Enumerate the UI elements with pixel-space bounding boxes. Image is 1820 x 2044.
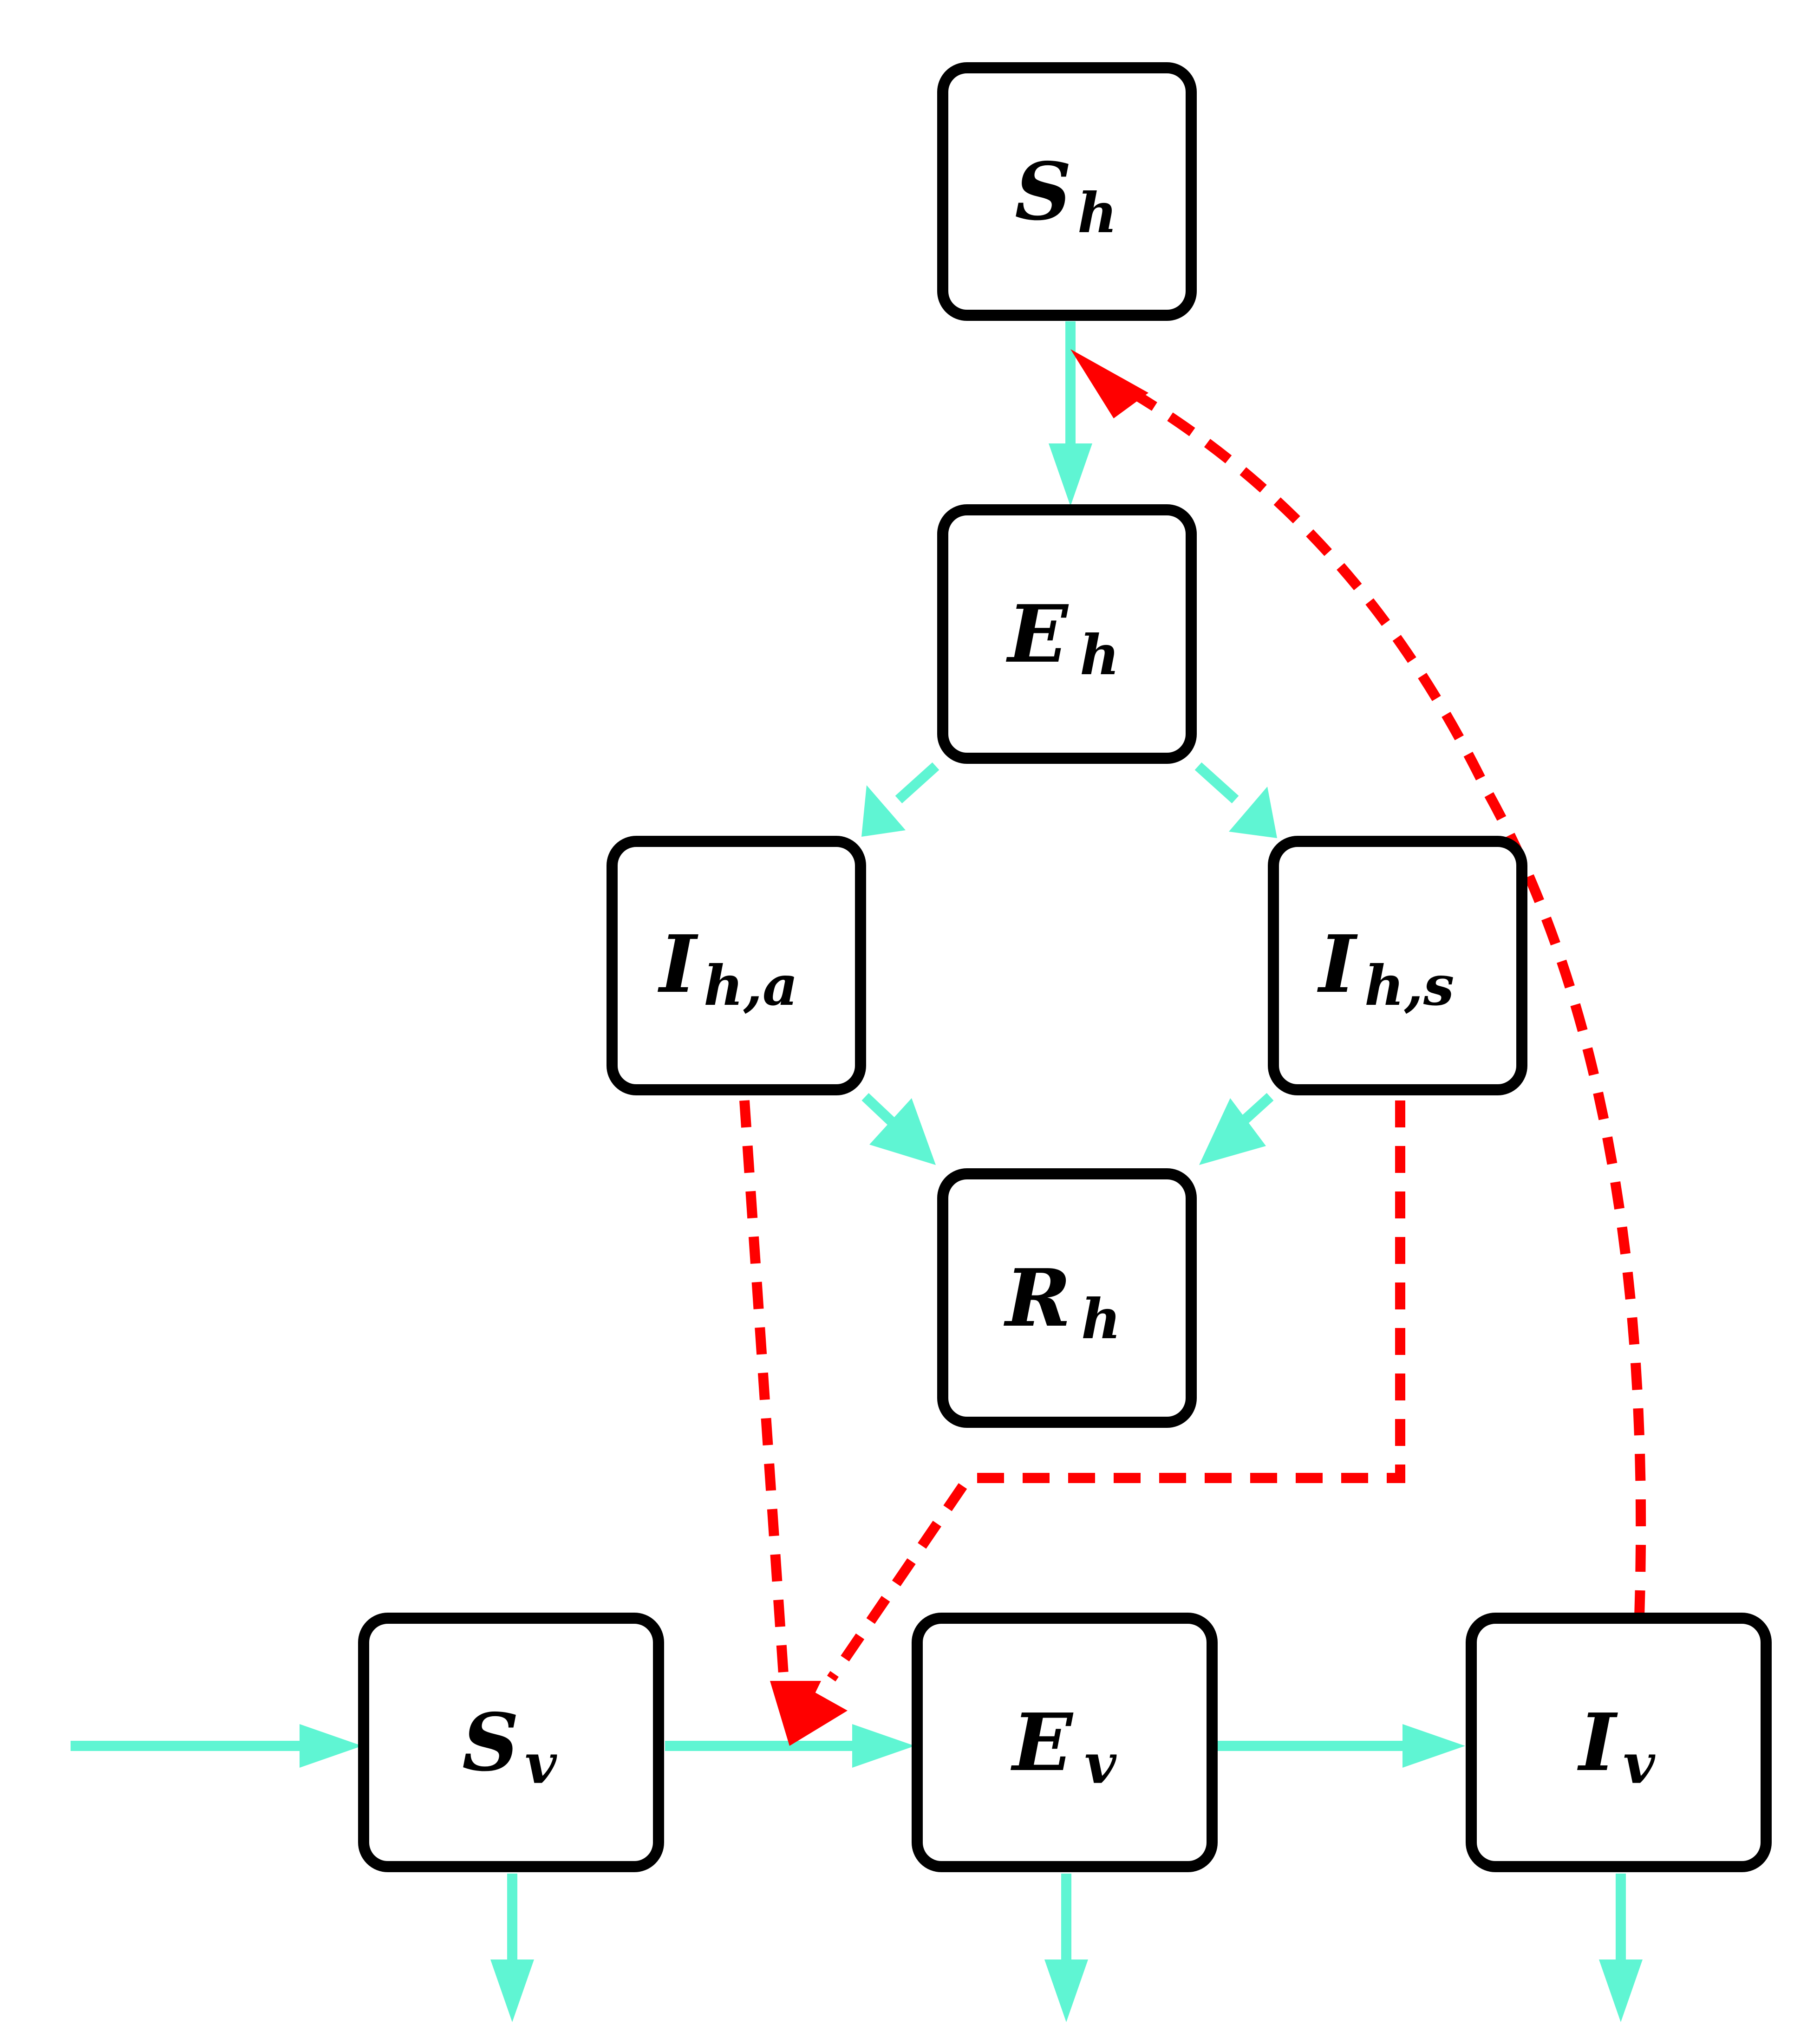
node-subscript: h	[1077, 181, 1117, 245]
node-i-hs: I h,s	[1268, 836, 1527, 1095]
arrow-ev-outflow	[1044, 1874, 1088, 2022]
node-subscript: h	[1081, 1287, 1121, 1351]
arrow-ev-to-iv	[1218, 1724, 1465, 1768]
node-symbol: E	[1011, 1696, 1074, 1789]
node-i-ha: I h,a	[607, 836, 866, 1095]
node-e-h: E h	[937, 504, 1197, 764]
node-symbol: I	[1317, 918, 1358, 1011]
arrow-sh-to-eh	[1049, 321, 1092, 506]
arrow-iha-to-vector-infection	[739, 1100, 821, 1746]
node-box	[937, 504, 1197, 764]
node-symbol: I	[658, 918, 698, 1011]
node-symbol: I	[1577, 1696, 1618, 1789]
node-symbol: R	[1004, 1252, 1071, 1345]
node-e-v: E v	[912, 1613, 1218, 1872]
node-subscript: v	[1623, 1732, 1656, 1796]
node-subscript: h,s	[1364, 953, 1454, 1018]
arrow-iha-to-rh	[861, 1093, 936, 1165]
node-subscript: h,a	[704, 953, 798, 1018]
node-r-h: R h	[937, 1168, 1197, 1428]
arrow-ihs-to-vector-infection	[789, 1100, 1405, 1746]
arrow-ihs-to-rh	[1199, 1093, 1274, 1165]
node-symbol: S	[462, 1696, 519, 1789]
arrow-eh-to-ihs	[1194, 762, 1277, 838]
node-s-h: S h	[937, 62, 1197, 321]
arrow-eh-to-iha	[861, 762, 939, 837]
arrow-inflow-to-sv	[71, 1724, 362, 1768]
node-box	[358, 1613, 664, 1872]
node-subscript: v	[1084, 1732, 1117, 1796]
solid-transitions	[71, 321, 1643, 2022]
node-box	[912, 1613, 1218, 1872]
arrow-sv-to-ev	[665, 1724, 915, 1768]
node-subscript: v	[525, 1732, 557, 1796]
node-symbol: E	[1006, 588, 1069, 681]
node-subscript: h	[1080, 623, 1120, 687]
arrow-sv-outflow	[490, 1874, 534, 2022]
node-box	[937, 62, 1197, 321]
node-box	[607, 836, 866, 1095]
arrow-iv-outflow	[1599, 1874, 1643, 2022]
node-i-v: I v	[1466, 1613, 1772, 1872]
node-s-v: S v	[358, 1613, 664, 1872]
node-symbol: S	[1015, 145, 1072, 238]
node-box	[1466, 1613, 1772, 1872]
node-box	[937, 1168, 1197, 1428]
node-box	[1268, 836, 1527, 1095]
